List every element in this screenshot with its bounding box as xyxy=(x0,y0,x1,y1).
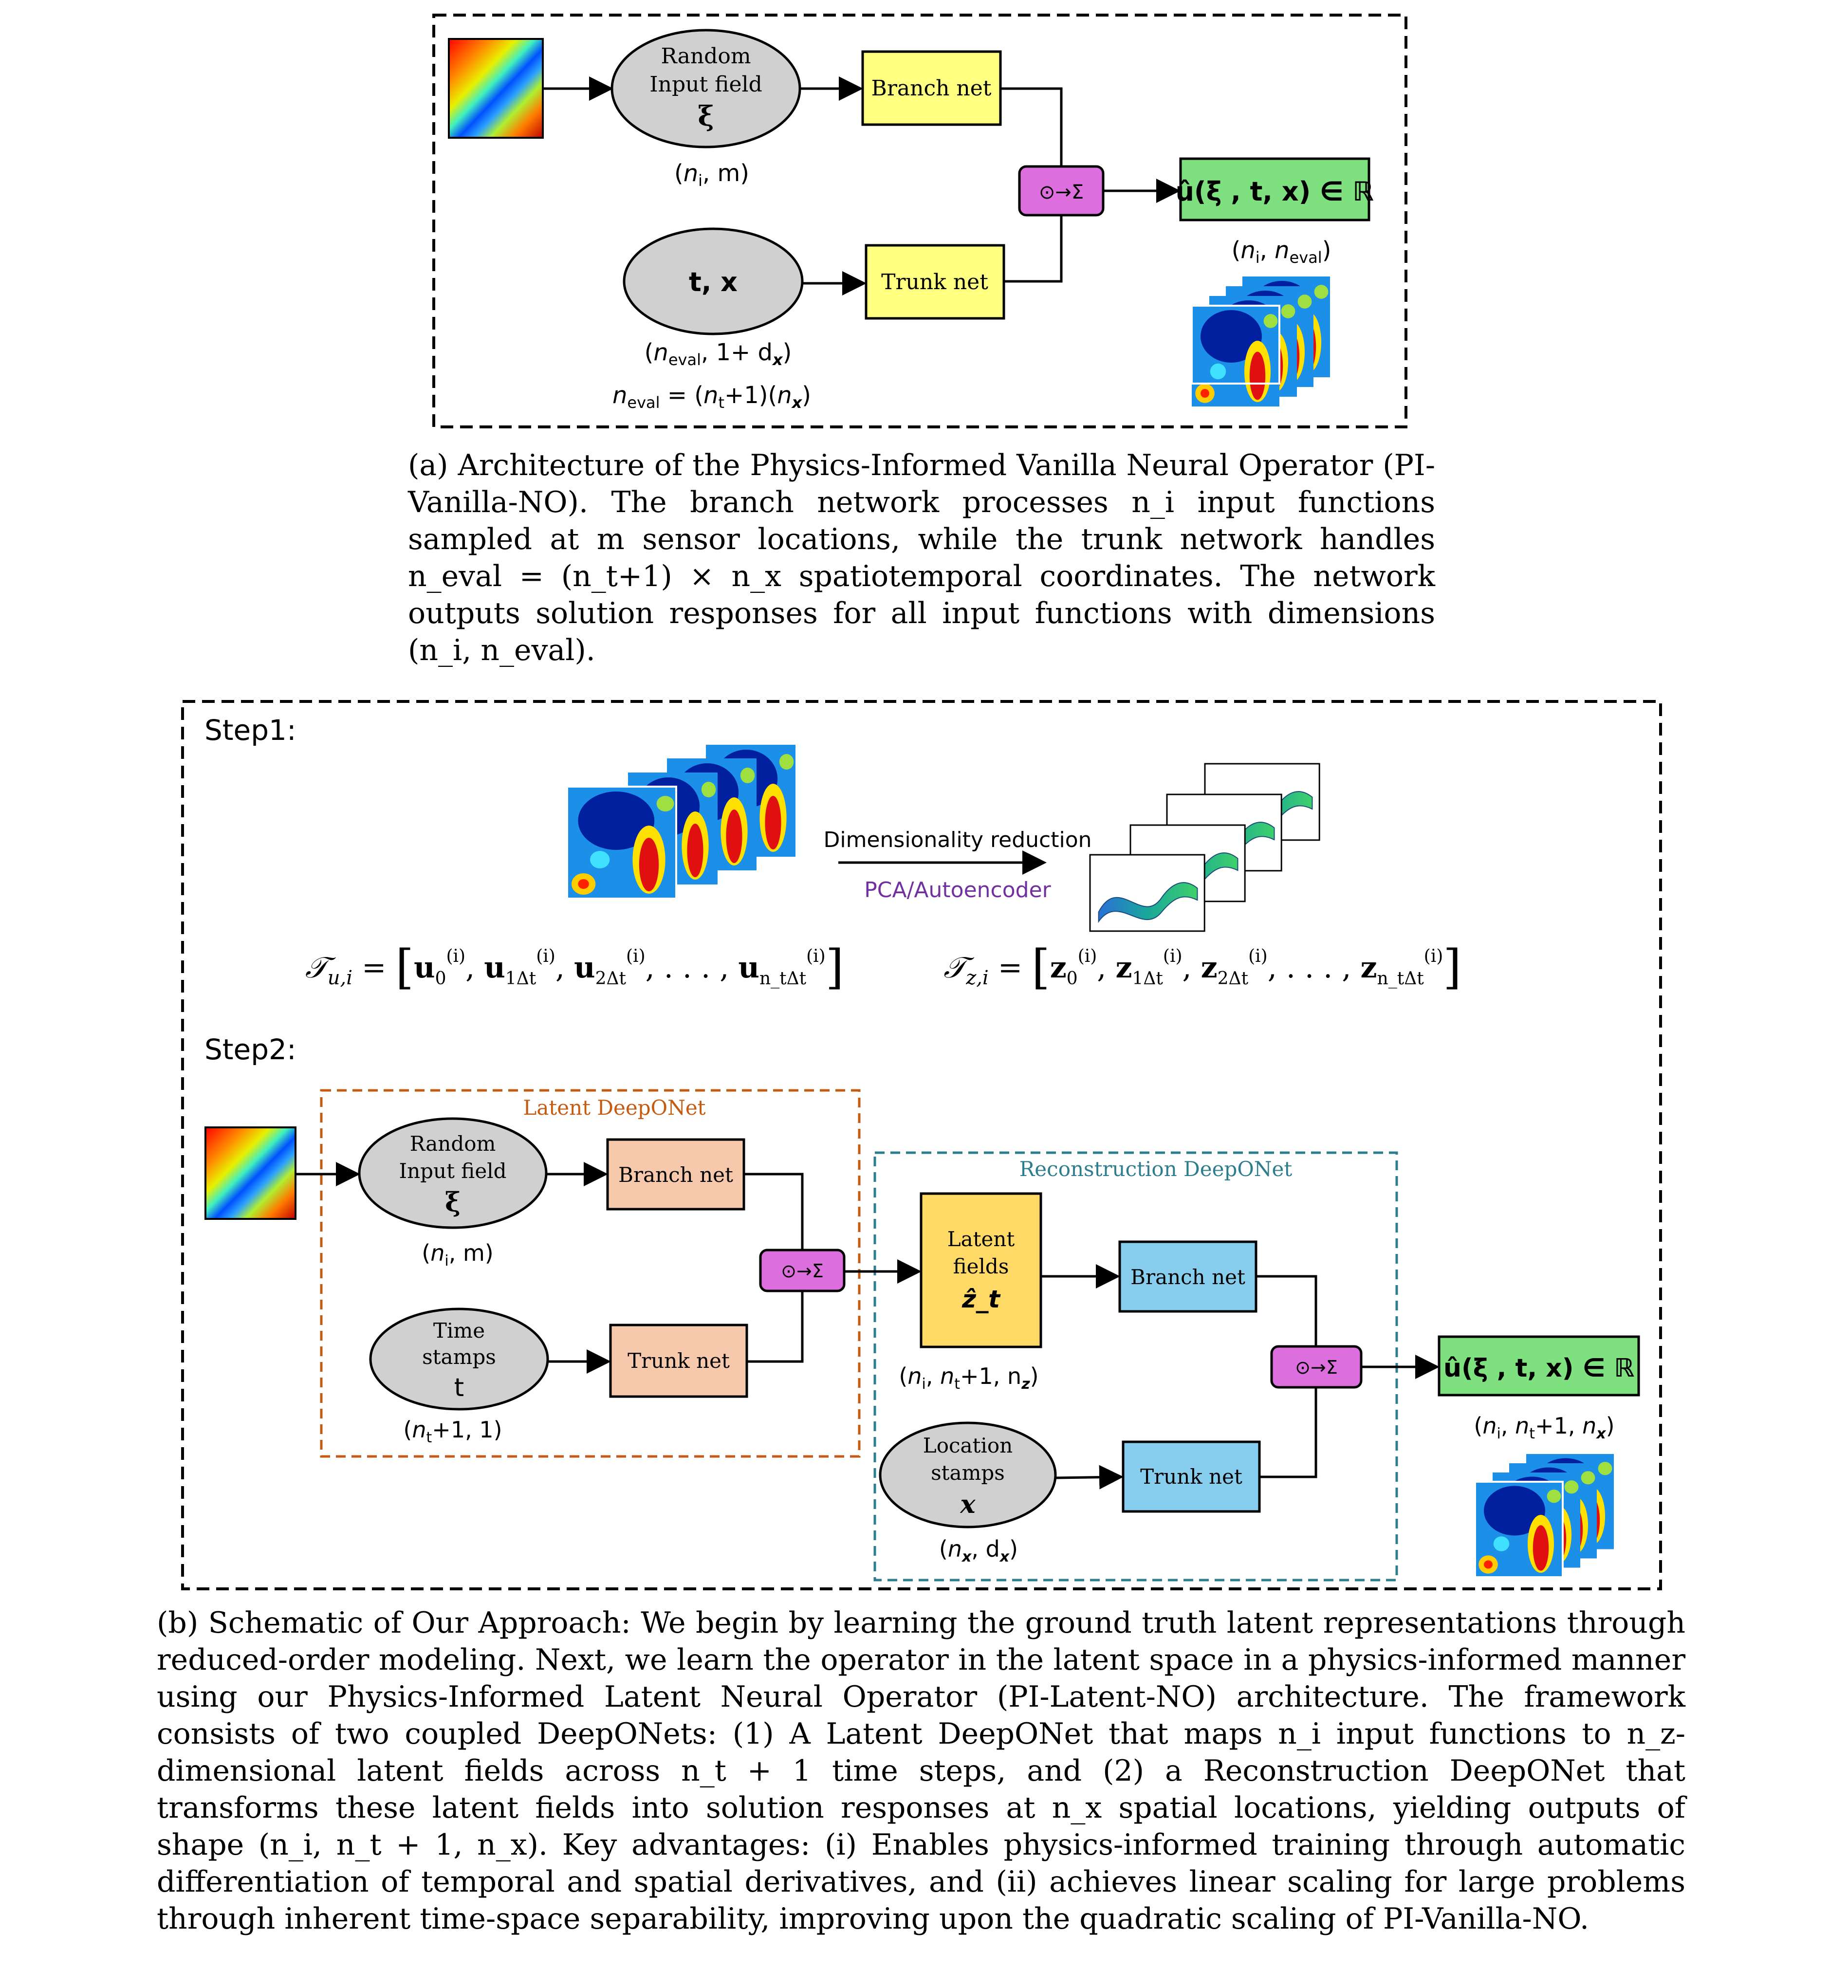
latent-combine-op: ⊙→Σ xyxy=(759,1249,846,1292)
combine-label: ⊙→Σ xyxy=(781,1260,824,1282)
coord-label: t, x xyxy=(689,267,738,297)
random-field-image xyxy=(448,38,544,139)
trunk-net-box: Trunk net xyxy=(865,244,1005,320)
svg-text:𝒯z,i = [z0(i), z1Δt(i), z2Δt(: 𝒯z,i = [z0(i), z1Δt(i), z2Δt(i), . . . ,… xyxy=(943,940,1461,994)
coord-shape: (neval, 1+ dx) xyxy=(645,339,792,369)
trunk-net-label: Trunk net xyxy=(1140,1465,1242,1489)
branch-net-label: Branch net xyxy=(871,76,992,101)
panel-a-border xyxy=(432,14,1407,428)
latent-snapshots xyxy=(1089,763,1320,932)
input-field-label-1: Random xyxy=(661,44,751,69)
latent-trunk-net-box: Trunk net xyxy=(609,1324,748,1398)
trunk-net-label: Trunk net xyxy=(628,1349,730,1373)
neval-relation: neval = (nt+1)(nx) xyxy=(612,382,811,412)
arrow xyxy=(1055,1465,1124,1490)
recon-combine-op: ⊙→Σ xyxy=(1270,1345,1363,1389)
output-shape: (ni, neval) xyxy=(1232,237,1331,267)
branch-net-label: Branch net xyxy=(618,1163,733,1187)
branch-connector xyxy=(1256,1275,1317,1346)
location-symbol: x xyxy=(960,1490,976,1519)
input-field-symbol: ξ xyxy=(698,100,714,132)
latent-fields-box: Latent fields ẑ_t xyxy=(920,1192,1042,1348)
input-field-node: Random Input field ξ xyxy=(610,29,801,148)
solution-snapshots xyxy=(566,745,795,900)
caption-a: (a) Architecture of the Physics-Informed… xyxy=(408,448,1435,667)
output-label: û(ξ , t, x) ∈ ℝ xyxy=(1175,176,1373,207)
trunk-connector xyxy=(1259,1387,1317,1478)
location-label-2: stamps xyxy=(931,1461,1005,1485)
caption-b: (b) Schematic of Our Approach: We begin … xyxy=(157,1606,1685,1936)
trunk-net-label: Trunk net xyxy=(881,270,988,295)
latent-deeponet-label: Latent DeepONet xyxy=(523,1096,705,1120)
step1-left-equation: 𝒯u,i = [u0(i), u1Δt(i), u2Δt(i), . . . ,… xyxy=(305,940,844,994)
time-label-1: Time xyxy=(433,1319,485,1343)
panel-b-border xyxy=(181,700,1662,1590)
input-field-label-2: Input field xyxy=(649,72,762,97)
latent-deeponet-box xyxy=(320,1089,861,1458)
latent-fields-symbol: ẑ_t xyxy=(961,1285,1001,1313)
combine-op: ⊙→Σ xyxy=(1018,165,1105,217)
input-field-node-b: Random Input field ξ xyxy=(358,1117,548,1229)
combine-label: ⊙→Σ xyxy=(1295,1357,1338,1378)
step2-title: Step2: xyxy=(204,1033,296,1066)
input-field-shape: (ni, m) xyxy=(674,160,749,190)
branch-net-box: Branch net xyxy=(861,50,1002,126)
branch-connector xyxy=(1000,87,1063,166)
location-shape: (nx, dx) xyxy=(939,1536,1018,1565)
recon-trunk-net-box: Trunk net xyxy=(1122,1440,1261,1513)
location-node: Location stamps x xyxy=(879,1421,1057,1528)
dim-reduction-label: Dimensionality reduction xyxy=(823,828,1091,852)
latent-fields-shape: (ni, nt+1, nz) xyxy=(899,1363,1038,1393)
time-shape: (nt+1, 1) xyxy=(403,1417,502,1446)
recon-branch-net-box: Branch net xyxy=(1118,1240,1257,1313)
step1-right-equation: 𝒯z,i = [z0(i), z1Δt(i), z2Δt(i), . . . ,… xyxy=(943,940,1461,994)
input-field-shape-b: (ni, m) xyxy=(422,1240,493,1270)
branch-net-label: Branch net xyxy=(1130,1265,1245,1289)
method-label: PCA/Autoencoder xyxy=(864,878,1051,902)
trunk-connector xyxy=(747,1291,804,1363)
latent-branch-net-box: Branch net xyxy=(606,1138,745,1211)
input-field-label-2: Input field xyxy=(399,1159,507,1183)
output-box: û(ξ , t, x) ∈ ℝ xyxy=(1175,157,1374,221)
reconstruction-deeponet-label: Reconstruction DeepONet xyxy=(1019,1157,1293,1181)
output-fields-stack xyxy=(1191,276,1330,406)
step1-title: Step1: xyxy=(204,714,296,747)
latent-fields-label-1: Latent xyxy=(947,1227,1015,1251)
time-label-2: stamps xyxy=(422,1345,496,1369)
input-field-label-1: Random xyxy=(410,1132,496,1156)
location-label-1: Location xyxy=(923,1434,1013,1457)
trunk-connector xyxy=(1004,215,1063,283)
svg-text:𝒯u,i = [u0(i), u1Δt(i), u2Δt(: 𝒯u,i = [u0(i), u1Δt(i), u2Δt(i), . . . ,… xyxy=(305,940,844,994)
time-symbol: t xyxy=(454,1373,464,1402)
output-shape-b: (ni, nt+1, nx) xyxy=(1474,1413,1614,1442)
output-fields-stack-b xyxy=(1474,1454,1614,1578)
coord-node: t, x xyxy=(623,227,804,335)
time-node: Time stamps t xyxy=(369,1307,549,1411)
panel-b-diagram: Step1: Dimensionality reduction PCA/Auto… xyxy=(181,700,1662,1590)
panel-a-diagram: Random Input field ξ (ni, m) Branch net … xyxy=(432,14,1407,428)
output-box-b: û(ξ , t, x) ∈ ℝ xyxy=(1438,1335,1640,1397)
input-field-symbol: ξ xyxy=(445,1186,461,1217)
combine-label: ⊙→Σ xyxy=(1039,181,1084,203)
random-field-image-b xyxy=(204,1126,296,1220)
latent-fields-label-2: fields xyxy=(953,1254,1009,1278)
output-label: û(ξ , t, x) ∈ ℝ xyxy=(1443,1354,1634,1383)
branch-connector xyxy=(744,1173,804,1250)
